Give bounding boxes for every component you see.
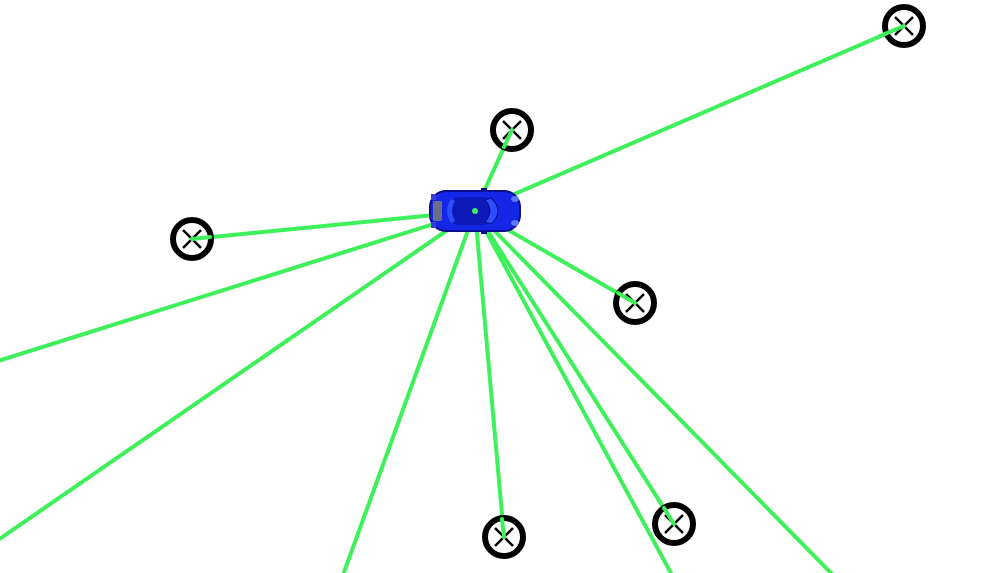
car-headlight bbox=[511, 196, 519, 202]
sensor-ray bbox=[473, 209, 834, 573]
sensor-ray-overlay bbox=[190, 235, 212, 241]
sensor-ray bbox=[0, 209, 477, 363]
sensor-ray-overlay bbox=[502, 128, 514, 149]
sensor-ray bbox=[0, 209, 477, 542]
sensor-ray bbox=[473, 209, 676, 526]
car-rear-detail bbox=[433, 201, 442, 221]
car-headlight bbox=[511, 220, 519, 226]
car-mirror bbox=[481, 188, 487, 192]
car-topdown-icon bbox=[429, 188, 521, 234]
sensor-ray bbox=[473, 24, 906, 213]
sensor-ray bbox=[190, 209, 477, 241]
car-rear-light bbox=[431, 194, 436, 200]
car-sensor-origin bbox=[472, 208, 478, 214]
sensor-ray-overlay bbox=[662, 506, 676, 526]
car-rear-light bbox=[431, 222, 436, 228]
sensor-ray-overlay bbox=[878, 24, 906, 38]
sensor-ray bbox=[473, 209, 674, 573]
car-roof bbox=[451, 197, 491, 225]
sensor-ray bbox=[341, 209, 477, 573]
car-mirror bbox=[481, 230, 487, 234]
car-rear-window bbox=[447, 199, 455, 223]
sensor-ray-overlay bbox=[500, 517, 506, 539]
sensor-rays bbox=[0, 24, 906, 573]
sensor-ray-overlay bbox=[616, 291, 637, 305]
sensor-ray-overlays bbox=[190, 24, 906, 539]
sensor-ray bbox=[473, 209, 506, 539]
car-windshield bbox=[484, 197, 499, 225]
